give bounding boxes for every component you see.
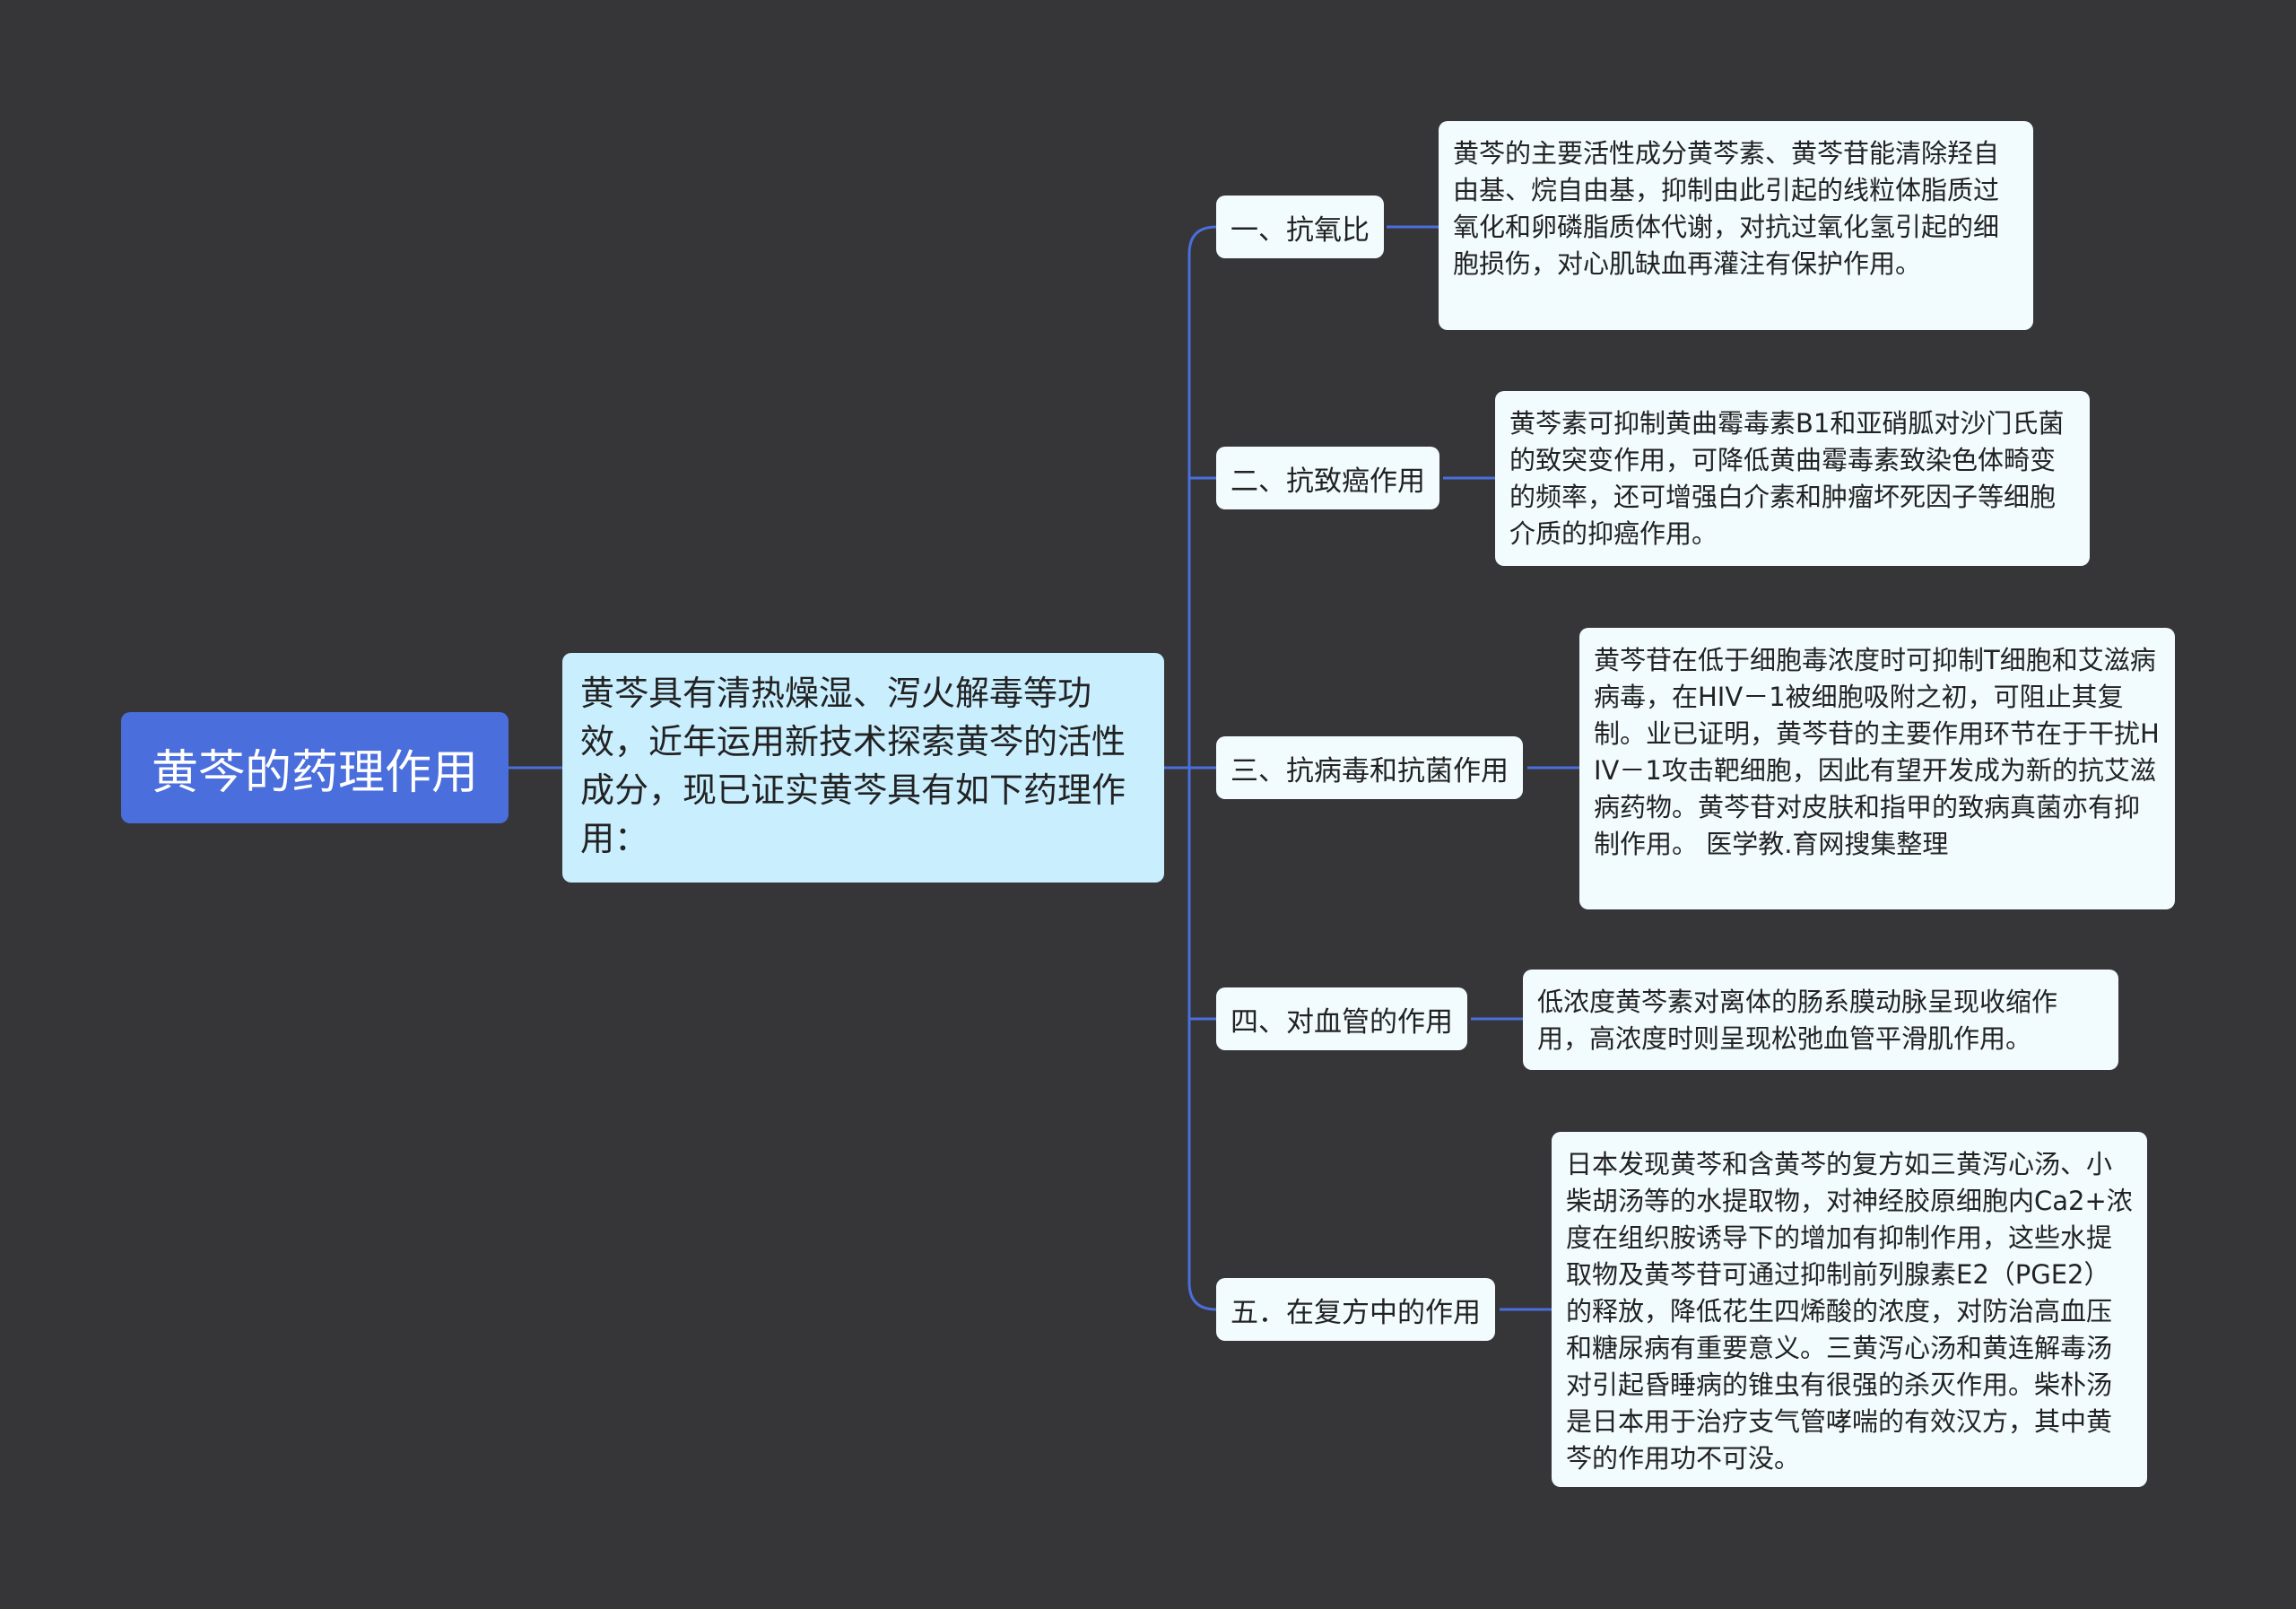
center-topic-text: 黄芩具有清热燥湿、泻火解毒等功效，近年运用新技术探索黄芩的活性成分，现已证实黄芩… — [580, 674, 1126, 858]
branch-vascular-effect[interactable]: 四、对血管的作用 — [1216, 987, 1467, 1050]
branch-label: 一、抗氧比 — [1231, 213, 1370, 247]
branch-label: 二、抗致癌作用 — [1231, 465, 1425, 498]
detail-vascular-effect[interactable]: 低浓度黄芩素对离体的肠系膜动脉呈现收缩作用，高浓度时则呈现松弛血管平滑肌作用。 — [1523, 970, 2118, 1070]
detail-text: 黄芩苷在低于细胞毒浓度时可抑制T细胞和艾滋病病毒，在HIV－1被细胞吸附之初，可… — [1594, 645, 2160, 859]
branch-anticarcinogenic[interactable]: 二、抗致癌作用 — [1216, 447, 1439, 509]
detail-compound-prescription[interactable]: 日本发现黄芩和含黄芩的复方如三黄泻心汤、小柴胡汤等的水提取物，对神经胶原细胞内C… — [1552, 1132, 2147, 1487]
branch-label: 三、抗病毒和抗菌作用 — [1231, 754, 1509, 787]
detail-text: 低浓度黄芩素对离体的肠系膜动脉呈现收缩作用，高浓度时则呈现松弛血管平滑肌作用。 — [1537, 987, 2058, 1054]
branch-antioxidant[interactable]: 一、抗氧比 — [1216, 196, 1384, 258]
detail-anticarcinogenic[interactable]: 黄芩素可抑制黄曲霉毒素B1和亚硝胍对沙门氏菌的致突变作用，可降低黄曲霉毒素致染色… — [1495, 391, 2090, 566]
branch-antiviral-antibacterial[interactable]: 三、抗病毒和抗菌作用 — [1216, 736, 1523, 799]
center-topic[interactable]: 黄芩具有清热燥湿、泻火解毒等功效，近年运用新技术探索黄芩的活性成分，现已证实黄芩… — [562, 653, 1164, 883]
detail-text: 日本发现黄芩和含黄芩的复方如三黄泻心汤、小柴胡汤等的水提取物，对神经胶原细胞内C… — [1566, 1149, 2133, 1474]
branch-label: 四、对血管的作用 — [1231, 1005, 1453, 1039]
branch-compound-prescription[interactable]: 五．在复方中的作用 — [1216, 1278, 1495, 1341]
detail-text: 黄芩素可抑制黄曲霉毒素B1和亚硝胍对沙门氏菌的致突变作用，可降低黄曲霉毒素致染色… — [1509, 408, 2065, 549]
detail-antiviral-antibacterial[interactable]: 黄芩苷在低于细胞毒浓度时可抑制T细胞和艾滋病病毒，在HIV－1被细胞吸附之初，可… — [1579, 628, 2175, 909]
root-topic[interactable]: 黄芩的药理作用 — [121, 712, 509, 823]
detail-antioxidant[interactable]: 黄芩的主要活性成分黄芩素、黄芩苷能清除羟自由基、烷自由基，抑制由此引起的线粒体脂… — [1439, 121, 2033, 330]
root-topic-label: 黄芩的药理作用 — [151, 745, 478, 800]
detail-text: 黄芩的主要活性成分黄芩素、黄芩苷能清除羟自由基、烷自由基，抑制由此引起的线粒体脂… — [1453, 138, 2000, 279]
branch-label: 五．在复方中的作用 — [1231, 1296, 1481, 1329]
